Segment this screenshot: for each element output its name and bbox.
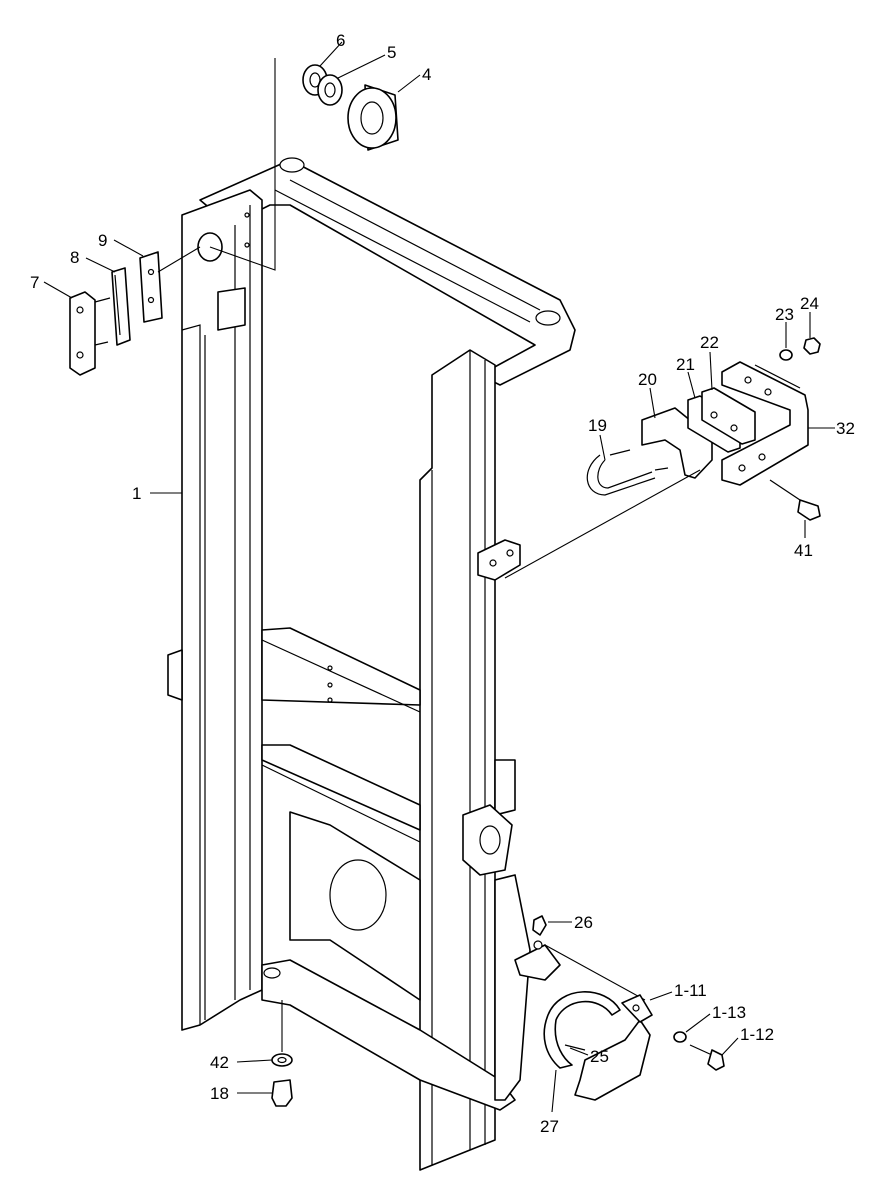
tilt-bracket-parts xyxy=(504,337,821,579)
label-23: 23 xyxy=(775,305,794,324)
label-1: 1 xyxy=(132,484,141,503)
bearing-assembly xyxy=(209,58,399,271)
label-7: 7 xyxy=(30,273,39,292)
bottom-fittings xyxy=(271,1000,293,1107)
label-18: 18 xyxy=(210,1084,229,1103)
mast-frame xyxy=(167,157,576,1171)
label-1-13: 1-13 xyxy=(712,1003,746,1022)
pivot-clamp-parts xyxy=(514,915,725,1101)
label-4: 4 xyxy=(422,65,431,84)
label-22: 22 xyxy=(700,333,719,352)
label-9: 9 xyxy=(98,231,107,250)
label-20: 20 xyxy=(638,370,657,389)
label-27: 27 xyxy=(540,1117,559,1136)
label-25: 25 xyxy=(590,1047,609,1066)
label-1-11: 1-11 xyxy=(674,981,707,1000)
part-labels: 1 4 5 6 7 8 9 18 19 20 21 22 23 24 25 26… xyxy=(30,31,855,1136)
label-21: 21 xyxy=(676,355,695,374)
label-6: 6 xyxy=(336,31,345,50)
rail-liner-parts xyxy=(69,246,201,376)
label-41: 41 xyxy=(794,541,813,560)
label-26: 26 xyxy=(574,913,593,932)
label-42: 42 xyxy=(210,1053,229,1072)
label-8: 8 xyxy=(70,248,79,267)
label-5: 5 xyxy=(387,43,396,62)
label-32: 32 xyxy=(836,419,855,438)
label-19: 19 xyxy=(588,416,607,435)
label-1-12: 1-12 xyxy=(740,1025,774,1044)
label-24: 24 xyxy=(800,294,819,313)
leader-lines xyxy=(43,41,835,1113)
